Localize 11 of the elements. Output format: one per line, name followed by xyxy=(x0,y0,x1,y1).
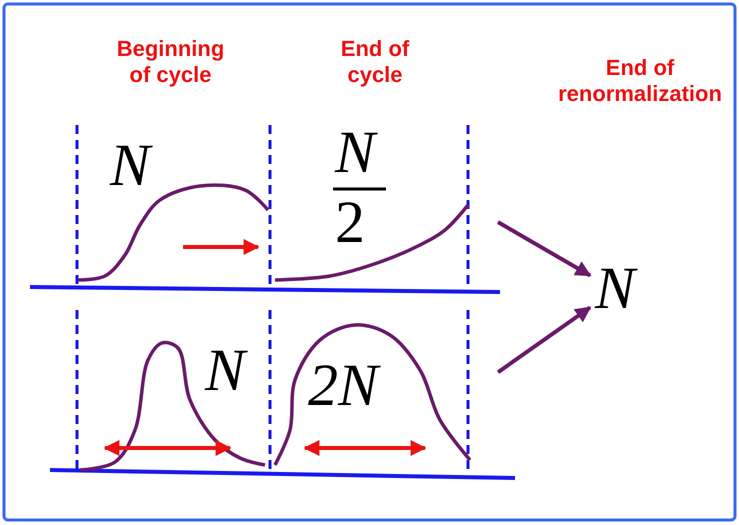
arrow xyxy=(497,220,592,278)
math-symbol: 2 xyxy=(335,192,365,252)
column-heading: Beginning of cycle xyxy=(116,36,226,89)
math-symbol: 2N xyxy=(308,355,378,415)
column-heading: End of cycle xyxy=(340,36,410,89)
math-symbol: N xyxy=(594,258,636,318)
math-symbol: N xyxy=(335,122,376,182)
arrow xyxy=(496,306,592,374)
column-heading: End of renormalization xyxy=(557,55,723,108)
math-symbol: N xyxy=(100,135,160,195)
math-symbol: N xyxy=(195,340,255,400)
